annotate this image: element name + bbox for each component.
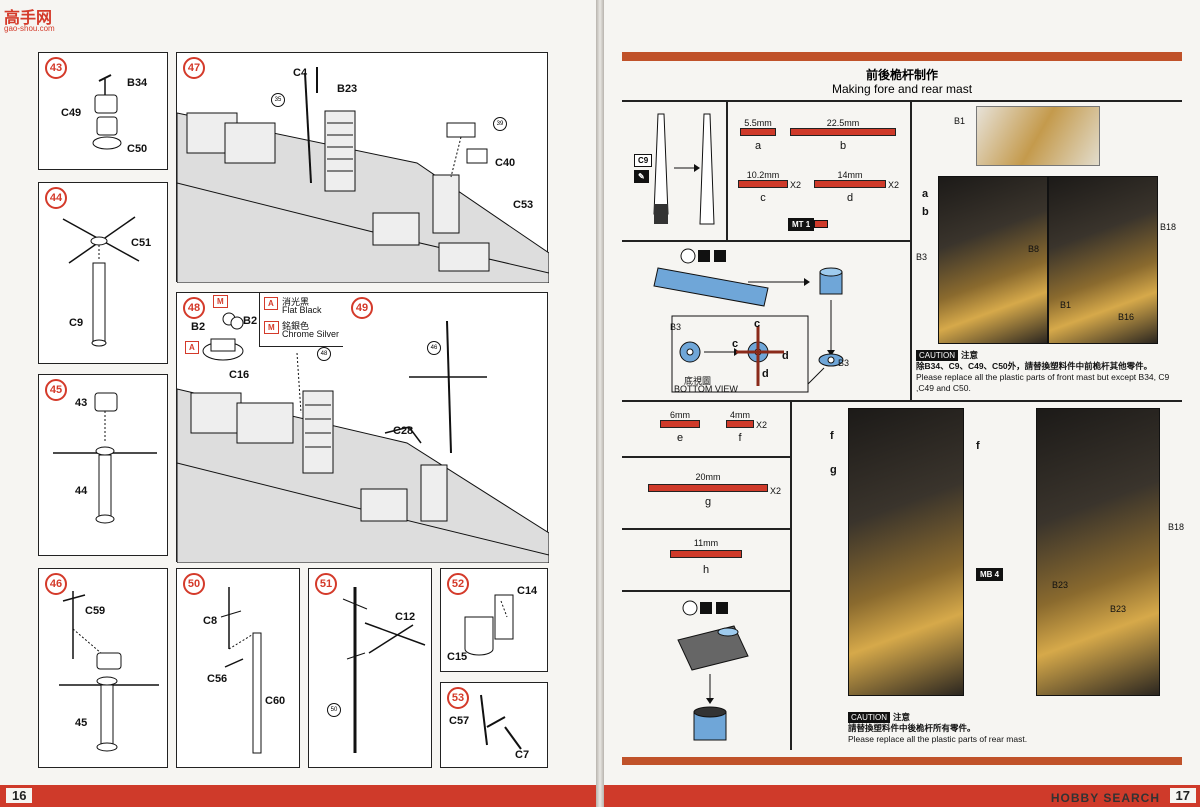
step-53-box: 53 C57 C7 (440, 682, 548, 768)
step-number: 47 (183, 57, 205, 79)
section-title-zh: 前後桅杆制作 (865, 68, 938, 82)
section-title-en: Making fore and rear mast (831, 82, 973, 96)
rod-h (670, 550, 742, 558)
brand-logo: 高手网 (4, 10, 53, 27)
paint-badge-a: A (185, 341, 199, 354)
step-50-box: 50 C8 C56 C60 (176, 568, 300, 768)
step-44-drawing (62, 216, 140, 347)
step-number: 51 (315, 573, 337, 595)
step-50-drawing (220, 587, 262, 754)
step-number: 52 (447, 573, 469, 595)
step-51-box: 51 C12 50 (308, 568, 432, 768)
rod-d (814, 180, 886, 188)
footer-bar (604, 785, 1200, 807)
rod-f (726, 420, 754, 428)
step-45-drawing (53, 392, 157, 524)
step-number: 48 (183, 297, 205, 319)
metal-tag: MT 1 (788, 218, 815, 231)
step-number: 44 (45, 187, 67, 209)
bottom-stripe (622, 757, 1182, 765)
cut-icon: ✎ (634, 170, 649, 183)
step-number: 50 (183, 573, 205, 595)
bottom-view-en: BOTTOM VIEW (674, 384, 738, 394)
step-43-drawing (92, 74, 122, 150)
step-53-drawing (480, 694, 522, 750)
step-51-drawing (342, 587, 426, 753)
step-47-ship-drawing (177, 67, 549, 283)
step-52-box: 52 C14 C15 (440, 568, 548, 672)
header-stripe (622, 52, 1182, 61)
step-45-box: 45 43 44 (38, 374, 168, 556)
step-52-drawing (464, 594, 514, 656)
pe-step-drawing (653, 248, 844, 393)
footer-bar (0, 785, 596, 807)
step-48-49-box: 48 M A B2 B2 C16 A 消光黑 Flat Black M 銘銀色 … (176, 292, 549, 563)
step-number: 53 (447, 687, 469, 709)
paint-badge-m: M (213, 295, 228, 308)
step-47-box: 47 C4 35 B23 39 C40 C53 (176, 52, 549, 283)
mast-drawing (653, 113, 715, 225)
paint-legend: A 消光黑 Flat Black M 銘銀色 Chrome Silver (259, 293, 343, 347)
step-44-box: 44 C51 C9 (38, 182, 168, 364)
step-46-box: 46 C59 45 (38, 568, 168, 768)
photo-fore-mast-2 (1048, 176, 1158, 344)
photo-pe-sheet (976, 106, 1100, 166)
photo-rear-mast-2 (1036, 408, 1160, 696)
photo-rear-mast-1 (848, 408, 964, 696)
book-spine (596, 0, 604, 807)
rod-g (648, 484, 768, 492)
step-46-drawing (59, 591, 159, 752)
rod-b (790, 128, 896, 136)
step-number: 43 (45, 57, 67, 79)
rod-a (740, 128, 776, 136)
mesh-step-drawing (677, 600, 749, 741)
right-page: 前後桅杆制作 Making fore and rear mast C9 ✎ 5.… (604, 0, 1200, 807)
brand-logo-sub: gao-shou.com (4, 24, 55, 33)
watermark-text: HOBBY SEARCH (1050, 791, 1160, 805)
step-number: 46 (45, 573, 67, 595)
step-number: 49 (351, 297, 373, 319)
step-48-drawing (202, 312, 244, 361)
page-number: 17 (1169, 788, 1196, 803)
page-number: 16 (6, 788, 33, 803)
left-page: 高手网 gao-shou.com 43 B34 C49 C50 44 C51 C… (0, 0, 596, 807)
step-number: 45 (45, 379, 67, 401)
step-43-box: 43 B34 C49 C50 (38, 52, 168, 170)
rod-c (738, 180, 788, 188)
bottom-view-zh: 底視圖 (684, 376, 712, 386)
rod-e (660, 420, 700, 428)
photo-fore-mast-1 (938, 176, 1048, 344)
part-c9-badge: C9 (634, 154, 653, 167)
step-49-ship-drawing (177, 320, 549, 563)
